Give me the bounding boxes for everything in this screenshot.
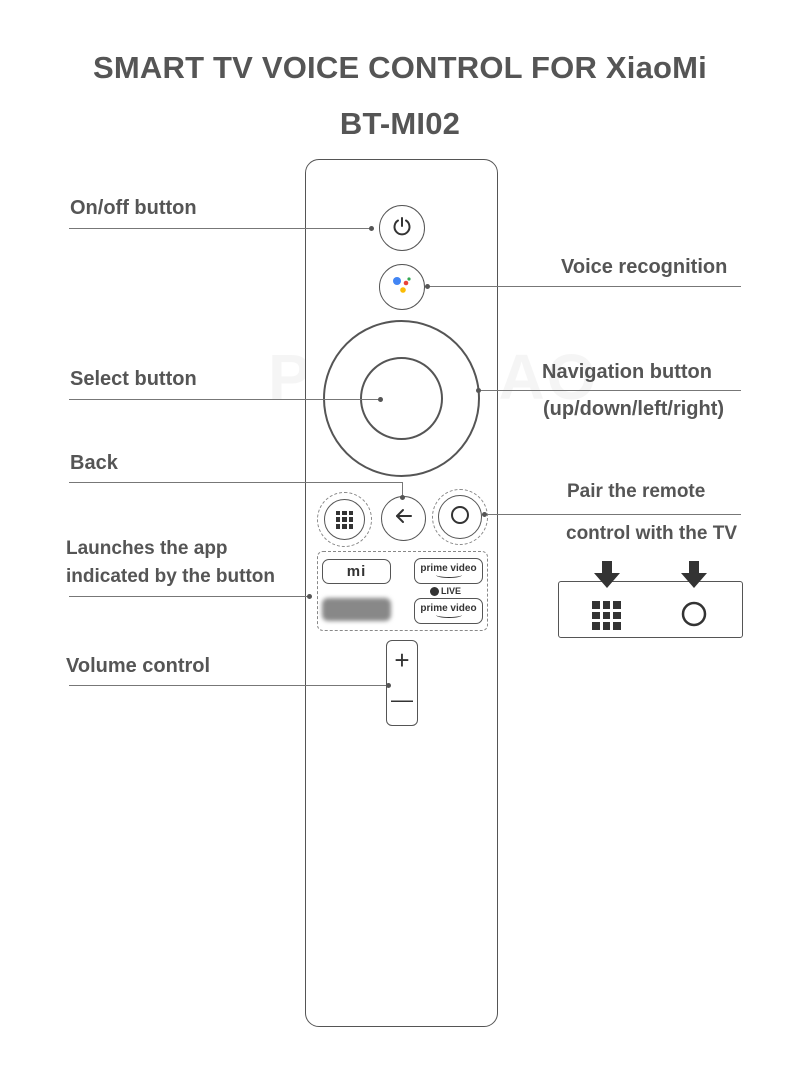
power-icon: [391, 215, 413, 242]
select-button[interactable]: [360, 357, 443, 440]
grid-icon: [592, 601, 621, 630]
arrow-left-icon: [393, 505, 415, 532]
volume-down-button[interactable]: —: [391, 687, 413, 712]
pair-callout-line: [484, 514, 741, 515]
prime-video-logo: prime video: [420, 563, 477, 574]
blurred-app-button[interactable]: [322, 598, 391, 621]
pair-label-line1: Pair the remote: [567, 481, 706, 502]
navigation-callout-dot: [476, 388, 481, 393]
back-callout-dot: [400, 495, 405, 500]
voice-label: Voice recognition: [561, 256, 728, 278]
home-button[interactable]: [438, 495, 482, 539]
voice-assistant-button[interactable]: [379, 264, 425, 310]
mi-app-button[interactable]: mi: [322, 559, 391, 584]
select-callout-dot: [378, 397, 383, 402]
grid-icon: [335, 510, 354, 529]
volume-callout-line: [69, 685, 389, 686]
mi-logo: mi: [346, 563, 367, 580]
navigation-ring[interactable]: [323, 320, 480, 477]
google-assistant-icon: [390, 273, 414, 302]
smile-arrow-icon: [435, 612, 462, 618]
voice-callout-dot: [425, 284, 430, 289]
navigation-callout-line: [478, 390, 741, 391]
model-name: BT-MI02: [339, 106, 461, 141]
power-callout-line: [69, 228, 372, 229]
pair-callout-dot: [482, 512, 487, 517]
navigation-label-line2: (up/down/left/right): [543, 398, 725, 420]
app-buttons-group: [317, 551, 488, 631]
volume-rocker[interactable]: + —: [386, 640, 418, 726]
live-badge: LIVE: [430, 586, 461, 596]
live-icon: [430, 586, 439, 596]
power-button[interactable]: [379, 205, 425, 251]
power-callout-dot: [369, 226, 374, 231]
back-callout-drop: [402, 482, 403, 498]
apps-button[interactable]: [324, 499, 365, 540]
diagram-title: SMART TV VOICE CONTROL FOR XiaoMi: [93, 50, 707, 85]
prime-video-logo: prime video: [420, 603, 477, 614]
apps-label-line2: indicated by the button: [66, 566, 275, 587]
pairing-instruction-box: [558, 581, 743, 638]
home-button-outline: [432, 489, 488, 545]
volume-callout-dot: [386, 683, 391, 688]
circle-icon: [449, 504, 471, 531]
arrow-down-icon: [680, 561, 708, 594]
pair-label-line2: control with the TV: [566, 523, 737, 544]
prime-video-button-bottom[interactable]: prime video: [414, 598, 483, 624]
apps-button-outline: [317, 492, 372, 547]
smile-arrow-icon: [435, 572, 462, 578]
arrow-down-icon: [593, 561, 621, 594]
back-button[interactable]: [381, 496, 426, 541]
circle-icon: [680, 600, 708, 633]
apps-label-line1: Launches the app: [66, 538, 228, 559]
select-label: Select button: [70, 368, 197, 390]
voice-callout-line: [428, 286, 741, 287]
apps-callout-line: [69, 596, 309, 597]
back-label: Back: [70, 452, 118, 474]
apps-callout-dot: [307, 594, 312, 599]
power-label: On/off button: [70, 197, 197, 219]
live-label: LIVE: [441, 586, 462, 596]
back-callout-line: [69, 482, 402, 483]
volume-label: Volume control: [66, 655, 211, 677]
prime-video-button-top[interactable]: prime video: [414, 558, 483, 584]
volume-up-button[interactable]: +: [394, 645, 410, 675]
navigation-label-line1: Navigation button: [542, 361, 712, 383]
select-callout-line: [69, 399, 380, 400]
